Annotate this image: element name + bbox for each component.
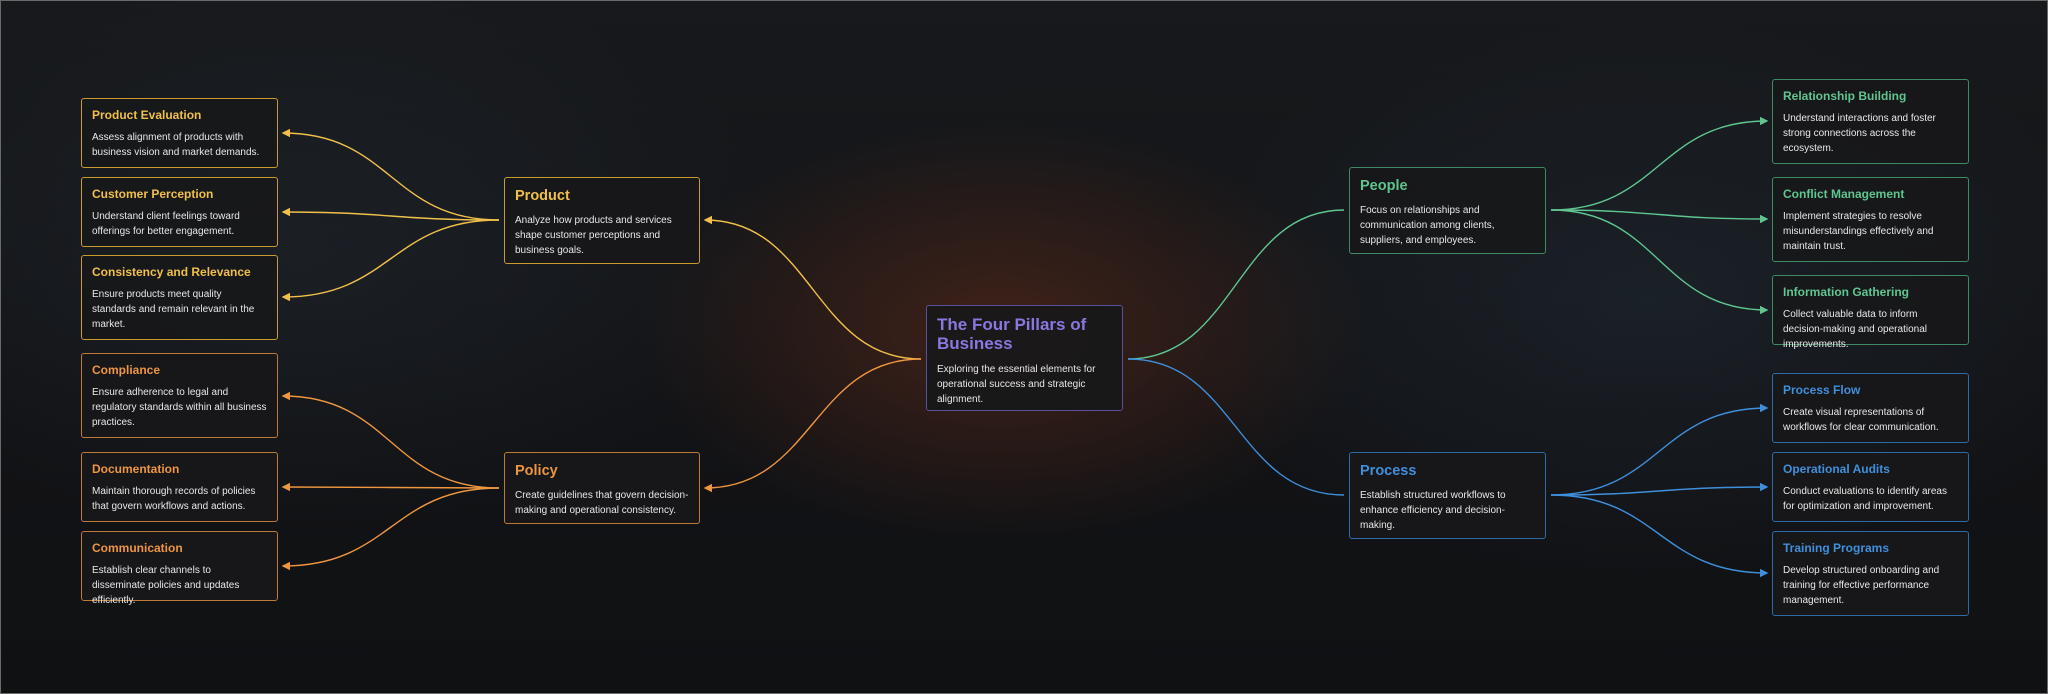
node-title: Compliance [92,363,161,377]
process-node[interactable]: Process Establish structured workflows t… [1349,452,1546,539]
process-desc: Establish structured workflows to enhanc… [1360,490,1506,531]
connector-line [703,215,922,360]
connector-line [1550,209,1769,224]
node-desc: Understand interactions and foster stron… [1783,113,1936,154]
product-desc: Analyze how products and services shape … [515,215,672,256]
center-title: The Four Pillars of Business [937,315,1087,353]
connector-line [1127,209,1345,360]
connector-line [281,391,500,489]
connector-line [1550,403,1769,496]
connector-line [703,358,922,493]
node-title: Operational Audits [1783,462,1890,476]
node-desc: Understand client feelings toward offeri… [92,211,240,237]
connector-line [281,207,500,221]
operational-audits-node[interactable]: Operational Audits Conduct evaluations t… [1772,452,1969,522]
node-desc: Implement strategies to resolve misunder… [1783,211,1934,252]
communication-node[interactable]: Communication Establish clear channels t… [81,531,278,606]
policy-title: Policy [515,463,558,479]
node-desc: Conduct evaluations to identify areas fo… [1783,486,1947,512]
node-title: Customer Perception [92,187,214,201]
connector-line [1550,116,1769,211]
product-node[interactable]: Product Analyze how products and service… [504,177,700,264]
node-title: Relationship Building [1783,89,1907,103]
node-title: Consistency and Relevance [92,265,251,279]
connector-line [1127,358,1345,496]
node-title: Documentation [92,462,180,476]
connector-line [1550,494,1769,578]
node-desc: Collect valuable data to inform decision… [1783,309,1927,350]
node-title: Product Evaluation [92,108,202,122]
people-node[interactable]: People Focus on relationships and commun… [1349,167,1546,254]
process-flow-node[interactable]: Process Flow Create visual representatio… [1772,373,1969,443]
node-title: Training Programs [1783,541,1890,555]
connector-line [281,219,500,302]
product-title: Product [515,188,570,204]
center-desc: Exploring the essential elements for ope… [937,364,1096,405]
node-desc: Maintain thorough records of policies th… [92,486,256,512]
people-desc: Focus on relationships and communication… [1360,205,1495,246]
center-node[interactable]: The Four Pillars of Business Exploring t… [926,305,1123,411]
connector-line [281,128,500,221]
node-title: Information Gathering [1783,285,1909,299]
node-title: Conflict Management [1783,187,1905,201]
training-programs-node[interactable]: Training Programs Develop structured onb… [1772,531,1969,616]
node-desc: Ensure adherence to legal and regulatory… [92,387,267,428]
documentation-node[interactable]: Documentation Maintain thorough records … [81,452,278,522]
people-title: People [1360,178,1408,194]
policy-desc: Create guidelines that govern decision-m… [515,490,689,516]
product-evaluation-node[interactable]: Product Evaluation Assess alignment of p… [81,98,278,168]
relationship-building-node[interactable]: Relationship Building Understand interac… [1772,79,1969,164]
policy-node[interactable]: Policy Create guidelines that govern dec… [504,452,700,524]
compliance-node[interactable]: Compliance Ensure adherence to legal and… [81,353,278,438]
node-desc: Develop structured onboarding and traini… [1783,565,1940,606]
node-desc: Create visual representations of workflo… [1783,407,1939,433]
information-gathering-node[interactable]: Information Gathering Collect valuable d… [1772,275,1969,350]
node-desc: Establish clear channels to disseminate … [92,565,240,606]
node-desc: Assess alignment of products with busine… [92,132,260,158]
process-title: Process [1360,463,1417,479]
conflict-management-node[interactable]: Conflict Management Implement strategies… [1772,177,1969,262]
node-desc: Ensure products meet quality standards a… [92,289,255,330]
customer-perception-node[interactable]: Customer Perception Understand client fe… [81,177,278,247]
node-title: Process Flow [1783,383,1861,397]
connector-line [281,487,500,571]
connector-line [1550,209,1769,315]
node-title: Communication [92,541,183,555]
consistency-relevance-node[interactable]: Consistency and Relevance Ensure product… [81,255,278,340]
connector-line [1550,482,1769,496]
connector-line [281,482,500,492]
